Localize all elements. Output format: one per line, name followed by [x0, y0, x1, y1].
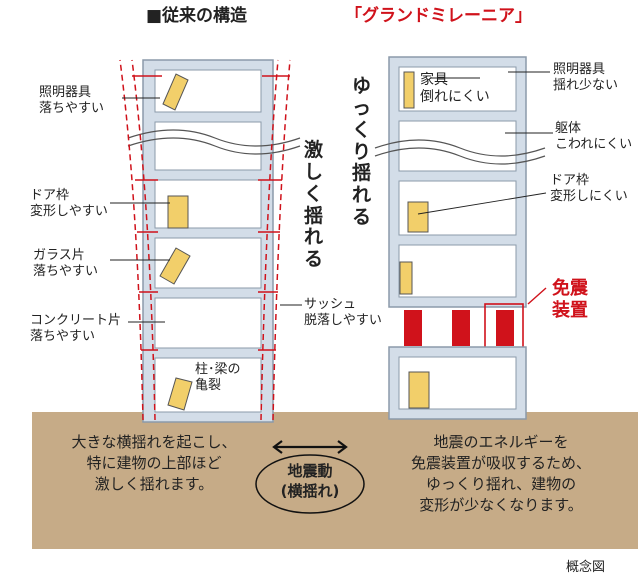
- sway-arrows: [132, 75, 290, 351]
- sway-lines: [119, 59, 291, 421]
- label-crack: 柱･梁の 亀裂: [195, 362, 241, 393]
- label-frame: 躯体 こわれにくい: [555, 121, 633, 152]
- label-door-left: ドア枠 変形しやすい: [30, 188, 108, 219]
- isolated-building: [374, 56, 546, 420]
- seismic-ellipse: [255, 454, 365, 514]
- label-door-right: ドア枠 変形しにくい: [550, 173, 628, 204]
- conventional-title: ■従来の構造: [146, 6, 248, 26]
- caption: 概念図: [566, 560, 606, 575]
- label-furniture: 家具 倒れにくい: [420, 72, 490, 105]
- leader-lines: [110, 71, 553, 323]
- isolated-title: 「グランドミレーニア」: [345, 6, 532, 26]
- shake-slow-label: ゆっくり揺れる: [352, 75, 372, 229]
- label-concrete: コンクリート片 落ちやすい: [30, 313, 122, 344]
- shake-violent-label: 激しく揺れる: [304, 139, 324, 271]
- seismic-arrow: [272, 440, 348, 454]
- seismic-motion-label: 地震動 (横揺れ): [280, 462, 340, 500]
- ground-right-text: 地震のエネルギーを 免震装置が吸収するため、 ゆっくり揺れ、建物の 変形が少なく…: [410, 433, 591, 514]
- label-lighting-right: 照明器具 揺れ少ない: [553, 62, 619, 93]
- isolation-device-label: 免震 装置: [552, 278, 588, 321]
- ground-left-text: 大きな横揺れを起こし、 特に建物の上部ほど 激しく揺れます。: [71, 433, 237, 493]
- conventional-building: [127, 59, 301, 423]
- label-glass: ガラス片 落ちやすい: [33, 248, 99, 279]
- label-lighting-left: 照明器具 落ちやすい: [39, 85, 105, 116]
- label-sash: サッシュ 脱落しやすい: [304, 297, 382, 328]
